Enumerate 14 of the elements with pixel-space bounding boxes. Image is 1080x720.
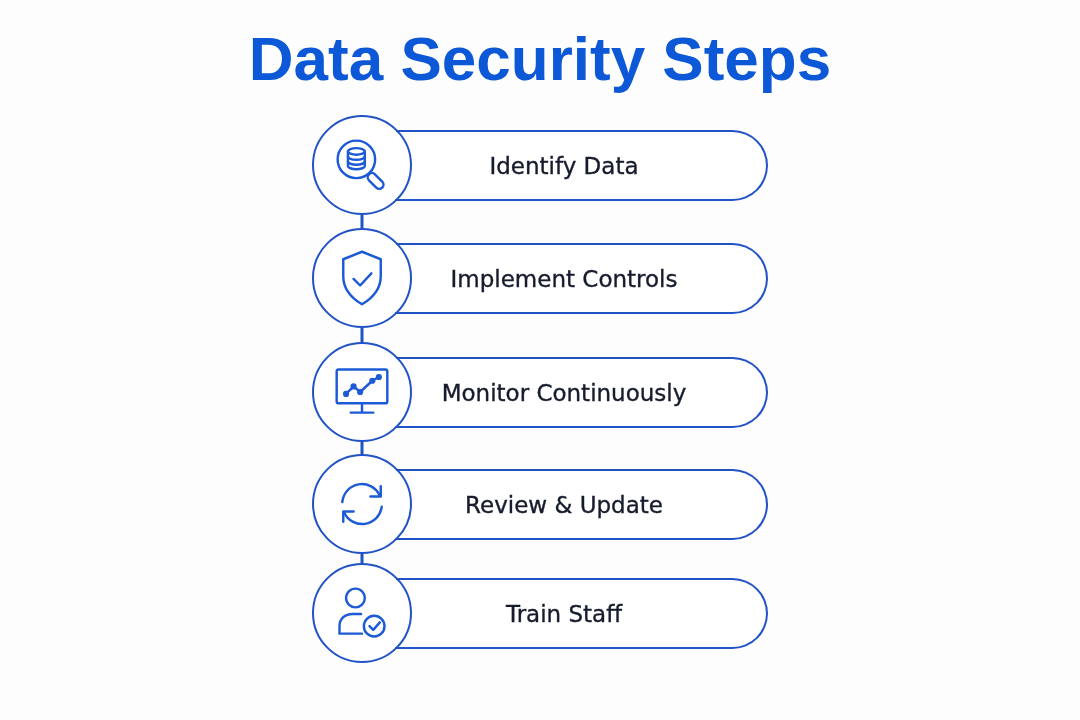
step-label: Identify Data xyxy=(489,152,639,179)
step-label: Monitor Continuously xyxy=(441,379,687,406)
connector-line xyxy=(360,554,364,563)
step-pill xyxy=(412,243,768,314)
connector-line xyxy=(360,442,364,454)
step-pill xyxy=(412,578,768,649)
step-pill xyxy=(412,469,768,540)
connector-line xyxy=(360,215,364,228)
step-pill xyxy=(412,130,768,201)
step-pill xyxy=(412,357,768,428)
connector-line xyxy=(360,328,364,342)
step-label: Implement Controls xyxy=(450,265,678,292)
step-label: Review & Update xyxy=(465,491,663,518)
step-label: Train Staff xyxy=(505,600,623,627)
